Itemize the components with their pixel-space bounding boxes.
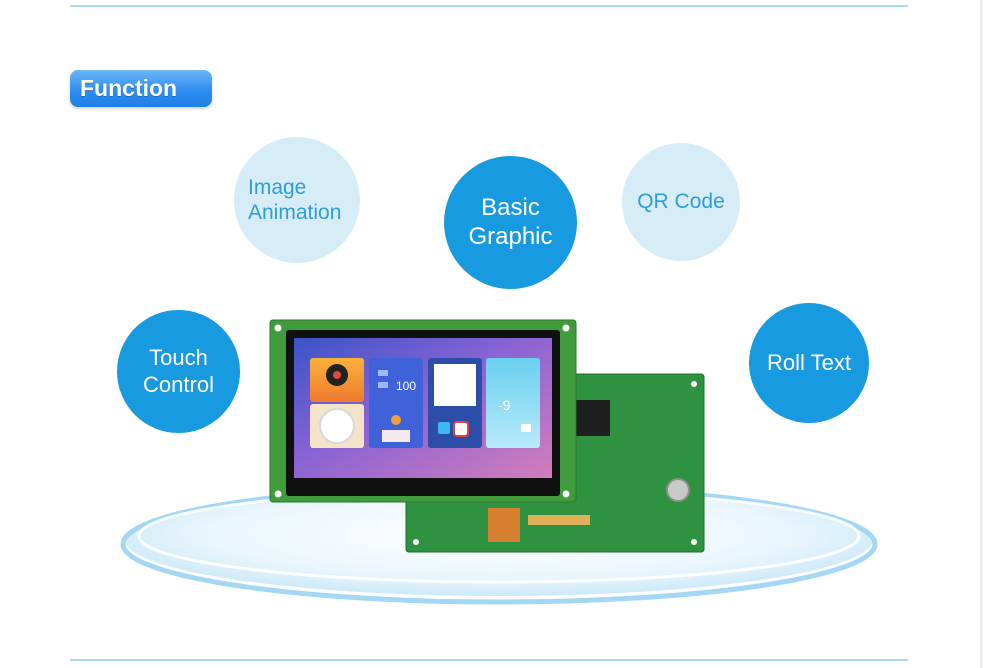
scrollbar-track[interactable] <box>980 0 983 668</box>
tile-value-text: 100 <box>396 379 416 393</box>
feature-basic-graphic: Basic Graphic <box>444 156 577 289</box>
feature-qr-code: QR Code <box>622 143 740 261</box>
feature-roll-text-label: Roll Text <box>767 349 851 375</box>
tile-temperature-text: -9 <box>498 397 511 413</box>
feature-image-animation-label: Image Animation <box>248 175 342 224</box>
feature-qr-code-label: QR Code <box>637 190 725 214</box>
feature-touch-control: Touch Control <box>117 310 240 433</box>
top-divider <box>70 5 908 7</box>
bottom-divider <box>70 659 908 661</box>
feature-roll-text: Roll Text <box>749 303 869 423</box>
function-badge-label: Function <box>80 75 178 101</box>
feature-touch-control-label: Touch Control <box>143 345 214 397</box>
lcd-module-image: 100 -9 <box>269 319 705 553</box>
feature-image-animation: Image Animation <box>234 137 360 263</box>
feature-basic-graphic-label: Basic Graphic <box>468 193 553 250</box>
function-badge: Function <box>70 70 212 107</box>
